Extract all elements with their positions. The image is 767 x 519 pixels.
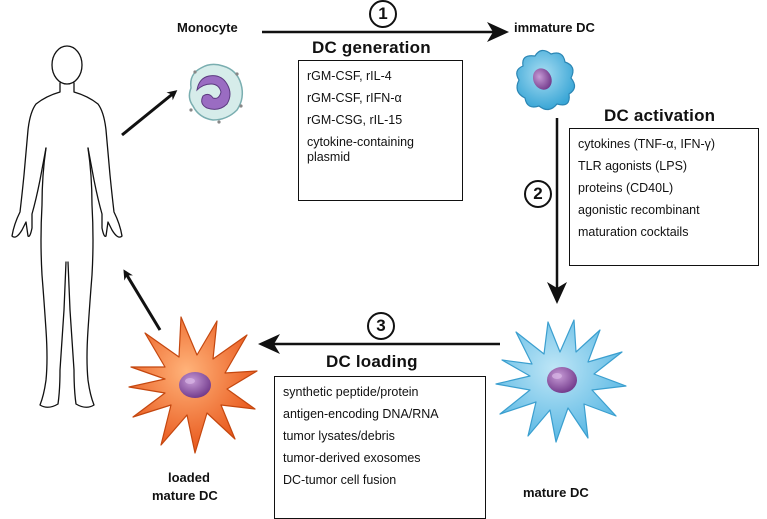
step-2-number: 2 (524, 180, 552, 208)
step-3-item: tumor lysates/debris (283, 429, 395, 443)
step-2-item: agonistic recombinant (578, 203, 700, 217)
human-body-outline (11, 45, 123, 408)
step-3-item: antigen-encoding DNA/RNA (283, 407, 439, 421)
step-2-item: maturation cocktails (578, 225, 689, 239)
step-2-item: TLR agonists (LPS) (578, 159, 688, 173)
step-3-title: DC loading (326, 352, 418, 371)
monocyte-label: Monocyte (177, 20, 238, 35)
step-2-item: proteins (CD40L) (578, 181, 674, 195)
step-1-item: rGM-CSF, rIFN-α (307, 91, 402, 105)
loaded-mature-dc-cell (128, 316, 258, 454)
loaded-dc-label-line1: loaded (168, 470, 210, 485)
immature-dc-label: immature DC (514, 20, 595, 35)
step-3-item: DC-tumor cell fusion (283, 473, 397, 487)
step-1-item: rGM-CSG, rIL-15 (307, 113, 403, 127)
step-3-number: 3 (367, 312, 395, 340)
step-1-number: 1 (369, 0, 397, 28)
step-2-item: cytokines (TNF-α, IFN-γ) (578, 137, 716, 151)
monocyte-cell (188, 63, 244, 124)
arrow-to-monocyte (121, 90, 178, 137)
arrow-to-human (123, 269, 162, 331)
step-1-item: rGM-CSF, rIL-4 (307, 69, 392, 83)
step-1-item: cytokine-containing plasmid (307, 135, 415, 164)
step-2-box: cytokines (TNF-α, IFN-γ) TLR agonists (L… (569, 128, 759, 266)
immature-dc-cell (516, 49, 576, 111)
step-1-title: DC generation (312, 38, 431, 57)
step-3-item: tumor-derived exosomes (283, 451, 421, 465)
step-1-box: rGM-CSF, rIL-4 rGM-CSF, rIFN-α rGM-CSG, … (298, 60, 463, 201)
mature-dc-cell (495, 319, 627, 443)
step-2-title: DC activation (604, 106, 716, 125)
step-3-box: synthetic peptide/protein antigen-encodi… (274, 376, 486, 519)
mature-dc-label: mature DC (523, 485, 589, 500)
loaded-dc-label-line2: mature DC (152, 488, 218, 503)
step-3-item: synthetic peptide/protein (283, 385, 419, 399)
